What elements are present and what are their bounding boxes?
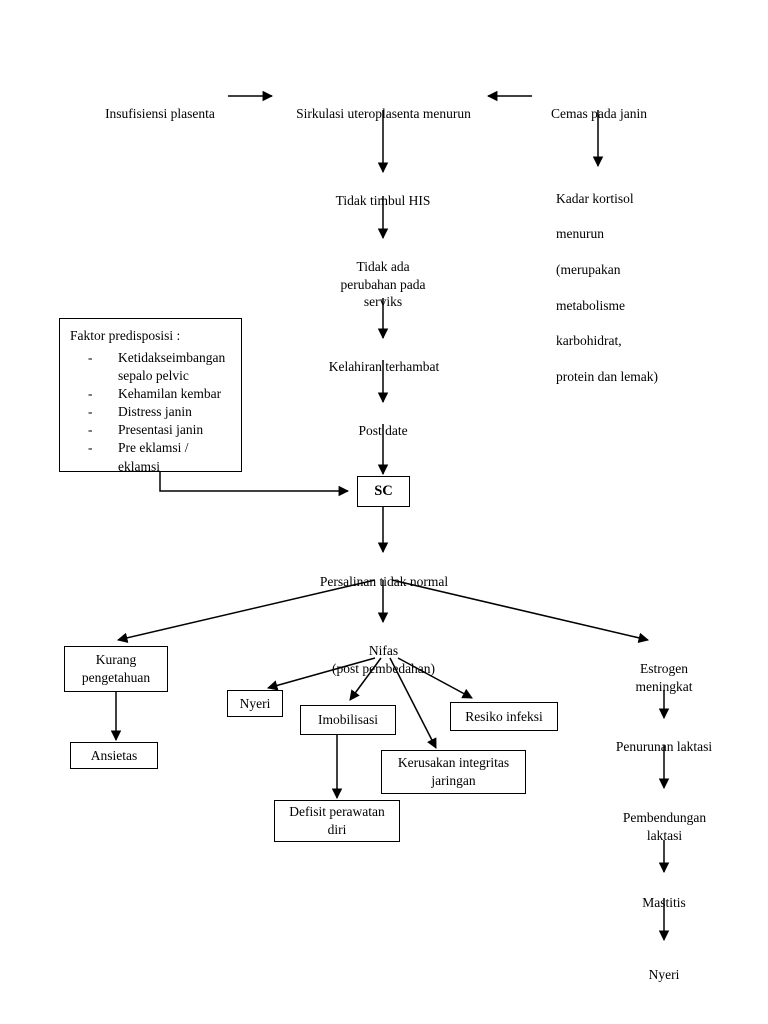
box-ansietas: Ansietas — [70, 742, 158, 769]
box-kurang-pengetahuan: Kurang pengetahuan — [64, 646, 168, 692]
predisposisi-list: - Ketidakseimbangan sepalo pelvic - Keha… — [70, 349, 233, 476]
node-label: Nyeri — [648, 966, 680, 982]
node-post-date: Post date — [333, 404, 433, 440]
kadar-kortisol-line-2: (merupakan — [556, 262, 621, 278]
predisposisi-item: - Ketidakseimbangan sepalo pelvic — [88, 349, 233, 385]
node-label: Tidak timbul HIS — [335, 192, 431, 208]
bullet-dash: - — [88, 404, 93, 420]
predisposisi-item-label: Presentasi janin — [118, 422, 204, 438]
node-tidak-timbul-his: Tidak timbul HIS — [308, 174, 458, 210]
box-defisit-perawatan-diri: Defisit perawatan diri — [274, 800, 400, 842]
predisposisi-item-label: Kehamilan kembar — [118, 386, 222, 402]
node-nifas: Nifas (post pembedahan) — [316, 624, 451, 677]
predisposisi-item: - Kehamilan kembar — [88, 385, 233, 403]
predisposisi-title: Faktor predisposisi : — [70, 328, 181, 343]
node-label: Nyeri — [239, 695, 271, 711]
node-label: Persalinan tidak normal — [319, 573, 449, 589]
node-estrogen-meningkat: Estrogen meningkat — [610, 642, 718, 695]
kadar-kortisol-line-0: Kadar kortisol — [556, 190, 634, 206]
node-label: Ansietas — [90, 747, 138, 763]
bullet-dash: - — [88, 440, 93, 456]
predisposisi-item-label: Pre eklamsi / eklamsi — [118, 440, 189, 474]
box-sc: SC — [357, 476, 410, 507]
predisposisi-item: - Distress janin — [88, 403, 233, 421]
box-nyeri-nifas: Nyeri — [227, 690, 283, 717]
kadar-kortisol-line-3: metabolisme — [556, 297, 625, 313]
kadar-kortisol-line-4: karbohidrat, — [556, 333, 622, 349]
node-label: Penurunan laktasi — [615, 738, 713, 754]
node-label: Insufisiensi plasenta — [105, 105, 215, 121]
node-persalinan-tidak-normal: Persalinan tidak normal — [305, 555, 463, 591]
node-label: Imobilisasi — [318, 712, 378, 728]
node-kadar-kortisol: Kadar kortisol menurun (merupakan metabo… — [556, 172, 736, 404]
bullet-dash: - — [88, 422, 93, 438]
node-label: Nifas (post pembedahan) — [331, 642, 436, 676]
box-resiko-infeksi: Resiko infeksi — [450, 702, 558, 731]
node-nyeri-mastitis: Nyeri — [634, 948, 694, 984]
box-faktor-predisposisi: Faktor predisposisi : - Ketidakseimbanga… — [59, 318, 242, 474]
node-penurunan-laktasi: Penurunan laktasi — [600, 720, 728, 756]
node-label: Kerusakan integritas jaringan — [397, 755, 510, 788]
node-kelahiran-terhambat: Kelahiran terhambat — [308, 340, 460, 376]
node-cemas-pada-janin: Cemas pada janin — [534, 87, 664, 123]
bullet-dash: - — [88, 386, 93, 402]
kadar-kortisol-line-5: protein dan lemak) — [556, 368, 658, 384]
node-label: Estrogen meningkat — [635, 660, 693, 694]
node-label: SC — [374, 482, 393, 499]
node-label: Tidak ada perubahan pada serviks — [340, 258, 426, 310]
predisposisi-item: - Presentasi janin — [88, 421, 233, 439]
node-label: Post date — [358, 422, 408, 438]
node-label: Kurang pengetahuan — [81, 652, 151, 685]
bullet-dash: - — [88, 350, 93, 366]
node-pembendungan-laktasi: Pembendungan laktasi — [606, 791, 723, 844]
node-label: Mastitis — [642, 894, 686, 910]
predisposisi-item-label: Ketidakseimbangan sepalo pelvic — [118, 350, 226, 384]
node-tidak-ada-perubahan: Tidak ada perubahan pada serviks — [318, 240, 448, 311]
node-mastitis: Mastitis — [623, 876, 705, 912]
node-label: Resiko infeksi — [465, 708, 543, 724]
predisposisi-item: - Pre eklamsi / eklamsi — [88, 439, 233, 475]
box-kerusakan-integritas-jaringan: Kerusakan integritas jaringan — [381, 750, 526, 794]
node-sirkulasi-uteroplasenta: Sirkulasi uteroplasenta menurun — [276, 87, 491, 123]
node-insufisiensi-plasenta: Insufisiensi plasenta — [90, 87, 230, 123]
node-label: Defisit perawatan diri — [289, 804, 385, 837]
predisposisi-item-label: Distress janin — [118, 404, 192, 420]
node-label: Kelahiran terhambat — [328, 358, 440, 374]
node-label: Cemas pada janin — [551, 105, 647, 121]
node-label: Sirkulasi uteroplasenta menurun — [296, 105, 471, 121]
box-imobilisasi: Imobilisasi — [300, 705, 396, 735]
kadar-kortisol-line-1: menurun — [556, 226, 604, 242]
node-label: Pembendungan laktasi — [622, 809, 707, 843]
